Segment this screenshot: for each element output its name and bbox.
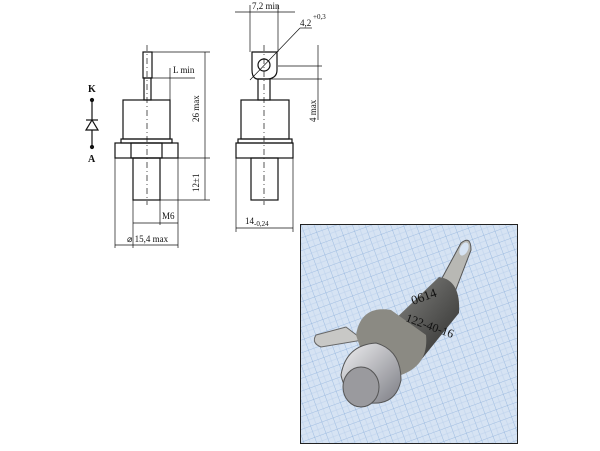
flange-label: 14-0,24	[245, 216, 269, 228]
diameter-label: ⌀ 15,4 max	[127, 234, 169, 244]
height-label: 26 max	[191, 95, 201, 122]
front-view: L min 26 max 12±1 M6 ⌀ 15,4 max	[114, 45, 210, 248]
tab-height-label: 4 max	[308, 99, 318, 122]
technical-drawing: K A L min 26 max 12±1 M6 ⌀ 15,4 max	[84, 1, 326, 248]
diode-photo: 0614 122-40-16	[313, 239, 472, 408]
thread-label: M6	[162, 211, 175, 221]
tab-width-label: 7,2 min	[252, 1, 280, 11]
hole-tolerance: +0,3	[313, 13, 326, 21]
anode-label: A	[88, 154, 96, 165]
l-min-label: L min	[173, 65, 195, 75]
hole-label: 4,2	[300, 18, 311, 28]
diode-symbol: K A	[84, 84, 100, 165]
product-photo: 0614 122-40-16	[300, 224, 518, 444]
cathode-label: K	[88, 84, 96, 95]
side-view: 7,2 min 4,2 +0,3 4 max 14-0,24	[235, 1, 326, 232]
stud-length-label: 12±1	[191, 174, 201, 192]
